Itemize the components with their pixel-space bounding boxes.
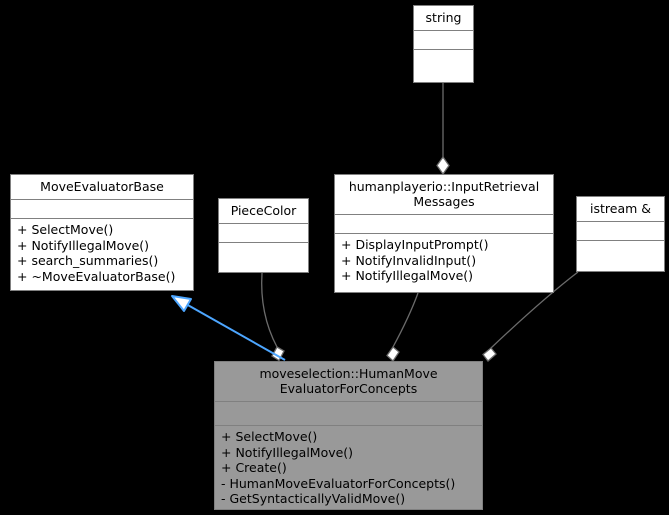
operation-item: - HumanMoveEvaluatorForConcepts(): [221, 475, 456, 491]
class-title-human-move-evaluator-for-concepts: moveselection::HumanMove EvaluatorForCon…: [215, 362, 482, 402]
class-attributes-human-move-evaluator-for-concepts: [215, 402, 482, 426]
edge-human-evaluator-to-base: [171, 295, 286, 361]
class-title-input-retrieval-messages: humanplayerio::InputRetrieval Messages: [335, 175, 553, 215]
class-title-piece-color: PieceColor: [219, 199, 308, 224]
operation-item: + NotifyIllegalMove(): [17, 237, 150, 253]
operation-item: + NotifyIllegalMove(): [341, 268, 474, 284]
class-operations-piece-color: [219, 243, 308, 272]
class-box-human-move-evaluator-for-concepts[interactable]: moveselection::HumanMove EvaluatorForCon…: [214, 361, 483, 510]
class-attributes-move-evaluator-base: [11, 200, 193, 219]
class-box-move-evaluator-base[interactable]: MoveEvaluatorBase + SelectMove() + Notif…: [10, 174, 194, 291]
operation-item: + Create(): [221, 460, 287, 476]
class-operations-istream-ref: [577, 241, 664, 271]
class-attributes-string: [414, 31, 473, 50]
edge-string-to-input-retrieval: [436, 82, 450, 176]
operation-item: + NotifyInvalidInput(): [341, 252, 477, 268]
class-box-piece-color[interactable]: PieceColor: [218, 198, 309, 273]
class-box-istream-ref[interactable]: istream &: [576, 196, 665, 272]
operation-item: - GetSyntacticallyValidMove(): [221, 491, 406, 507]
class-box-string[interactable]: string: [413, 5, 474, 83]
edge-input-retrieval-to-human-evaluator: [386, 292, 419, 362]
operation-item: + search_summaries(): [17, 253, 159, 269]
class-title-istream-ref: istream &: [577, 197, 664, 222]
operation-item: + DisplayInputPrompt(): [341, 237, 489, 252]
edge-piece-color-to-human-evaluator: [261, 272, 285, 362]
class-attributes-piece-color: [219, 224, 308, 243]
class-attributes-input-retrieval-messages: [335, 215, 553, 234]
class-operations-input-retrieval-messages: + DisplayInputPrompt() + NotifyInvalidIn…: [335, 234, 553, 288]
operation-item: + ~MoveEvaluatorBase(): [17, 268, 176, 284]
class-box-input-retrieval-messages[interactable]: humanplayerio::InputRetrieval Messages +…: [334, 174, 554, 293]
class-attributes-istream-ref: [577, 222, 664, 241]
class-title-move-evaluator-base: MoveEvaluatorBase: [11, 175, 193, 200]
class-operations-move-evaluator-base: + SelectMove() + NotifyIllegalMove() + s…: [11, 219, 193, 288]
class-title-string: string: [414, 6, 473, 31]
operation-item: + SelectMove(): [221, 429, 318, 444]
operation-item: + SelectMove(): [17, 222, 114, 237]
operation-item: + NotifyIllegalMove(): [221, 444, 354, 460]
class-operations-string: [414, 50, 473, 80]
class-operations-human-move-evaluator-for-concepts: + SelectMove() + NotifyIllegalMove() + C…: [215, 426, 482, 511]
